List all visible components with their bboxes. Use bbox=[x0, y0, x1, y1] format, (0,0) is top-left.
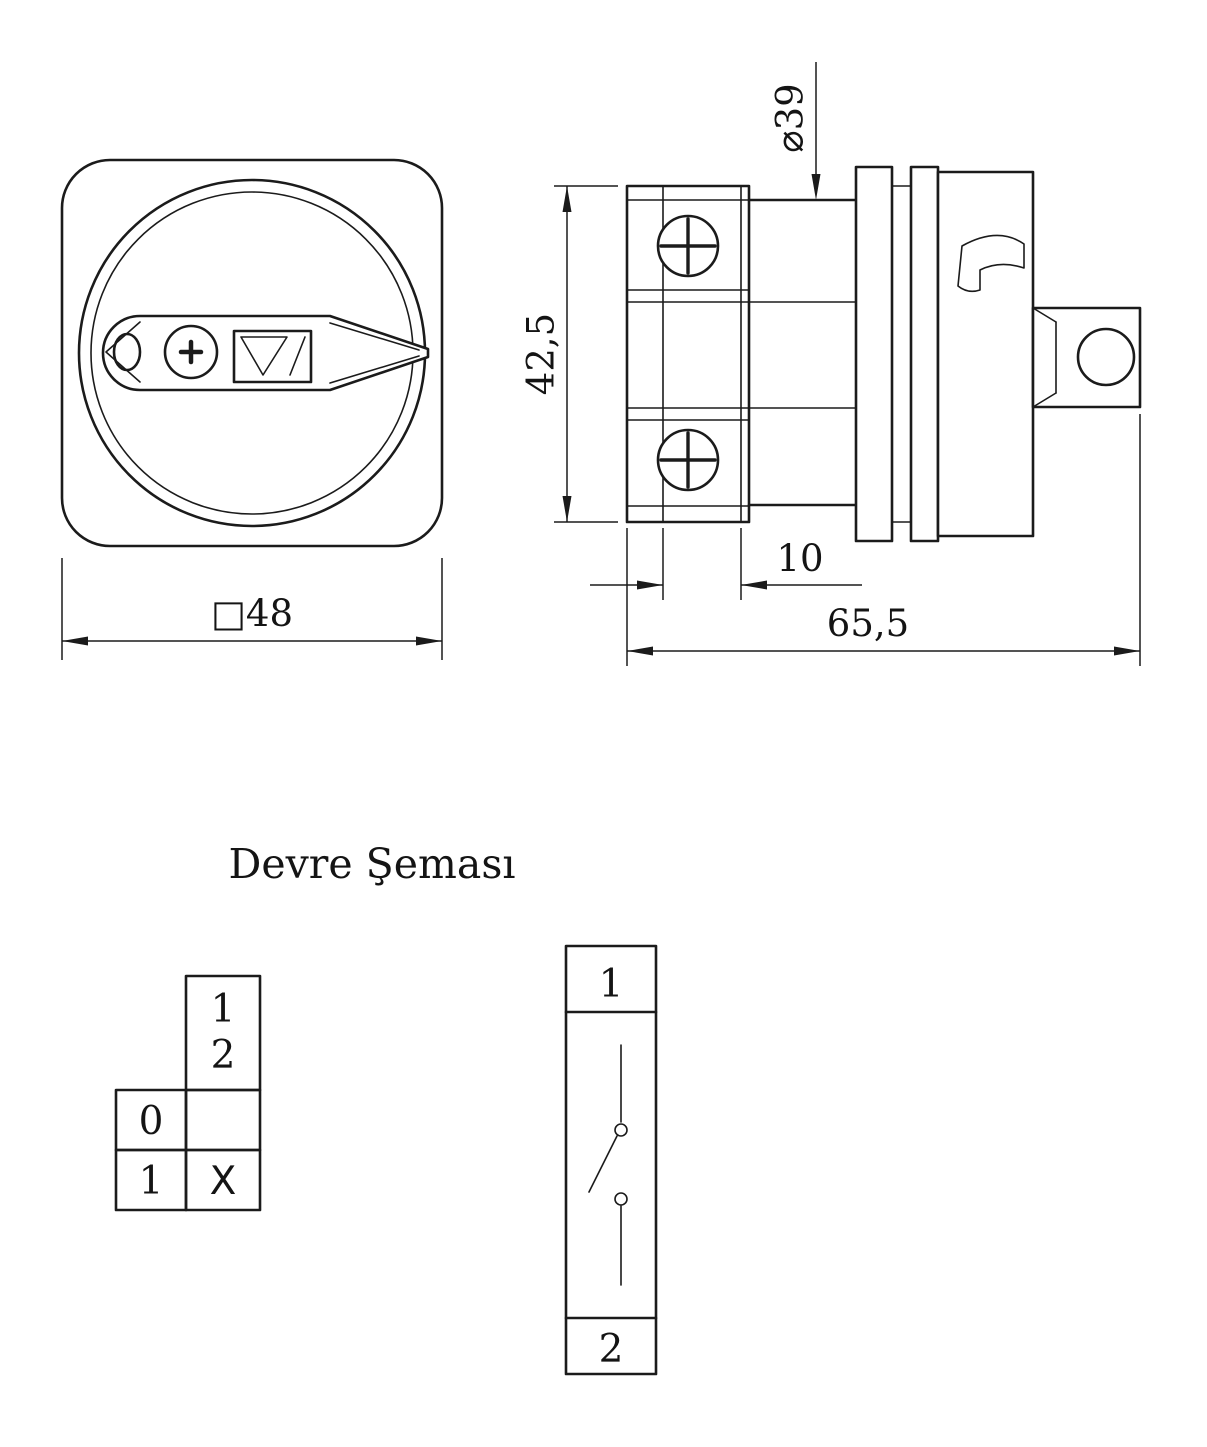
arrowhead-left-in bbox=[741, 580, 767, 590]
terminal-top-label: 1 bbox=[599, 962, 624, 1007]
front-bezel-square bbox=[60, 158, 444, 548]
dim-length-label: 65,5 bbox=[827, 602, 909, 645]
front-view bbox=[60, 158, 444, 548]
mounting-flange-plate bbox=[854, 165, 894, 543]
switch-outline bbox=[564, 944, 658, 1376]
arrowhead-down bbox=[811, 174, 821, 200]
state-cell-1 bbox=[184, 1148, 262, 1212]
state-cell-0 bbox=[184, 1088, 262, 1152]
handle-grip-notch bbox=[105, 321, 141, 383]
shaft-hole bbox=[1076, 327, 1136, 387]
side-dimension-length: 65,5 bbox=[626, 414, 1141, 666]
panel-plate bbox=[909, 165, 940, 543]
arrowhead-right bbox=[1114, 646, 1140, 656]
dim-square-label: □48 bbox=[211, 592, 293, 635]
terminal-screw-top-cross bbox=[659, 217, 717, 275]
dim-terminal-label: 10 bbox=[776, 537, 823, 580]
switch-symbol: 1 2 bbox=[564, 944, 658, 1376]
arrowhead-right-in bbox=[637, 580, 663, 590]
handle-hole bbox=[112, 332, 142, 372]
position-table: 1 2 0 1 X bbox=[114, 974, 262, 1212]
circuit-title: Devre Şeması bbox=[228, 840, 515, 888]
arrowhead-right bbox=[416, 636, 442, 646]
plate-connectors bbox=[891, 185, 912, 523]
position-1-label: 1 bbox=[139, 1159, 164, 1204]
brand-logo-mark bbox=[240, 336, 306, 376]
contact-symbol bbox=[588, 1044, 628, 1286]
latch-detail bbox=[957, 234, 1025, 293]
position-0-label: 0 bbox=[139, 1099, 164, 1144]
dim-height-label: 42,5 bbox=[520, 313, 563, 395]
arrowhead-left bbox=[627, 646, 653, 656]
terminal-screw-bottom-cross bbox=[659, 431, 717, 489]
dim-diameter-label: ⌀39 bbox=[769, 83, 812, 152]
side-dimension-diameter: ⌀39 bbox=[769, 62, 821, 200]
arrowhead-top bbox=[562, 186, 572, 212]
arrowhead-bottom bbox=[562, 496, 572, 522]
shaft-chamfer bbox=[1032, 307, 1057, 408]
handle-bevel-lines bbox=[329, 322, 420, 384]
state-1-label: X bbox=[210, 1159, 237, 1204]
side-view bbox=[625, 165, 1142, 543]
front-dimension-48: □48 bbox=[61, 558, 443, 660]
contact-top-label: 1 bbox=[211, 987, 236, 1032]
brand-logo-box bbox=[232, 329, 313, 384]
rear-body bbox=[936, 170, 1035, 538]
rotary-handle bbox=[101, 314, 430, 392]
side-dimension-terminal-depth: 10 bbox=[590, 528, 862, 600]
arrowhead-left bbox=[62, 636, 88, 646]
shaft bbox=[1031, 306, 1142, 409]
switch-housing bbox=[747, 198, 858, 507]
handle-screw-cross bbox=[178, 339, 204, 365]
contact-bottom-label: 2 bbox=[211, 1033, 236, 1078]
terminal-bottom-label: 2 bbox=[599, 1327, 624, 1372]
side-dimension-height: 42,5 bbox=[520, 185, 618, 523]
